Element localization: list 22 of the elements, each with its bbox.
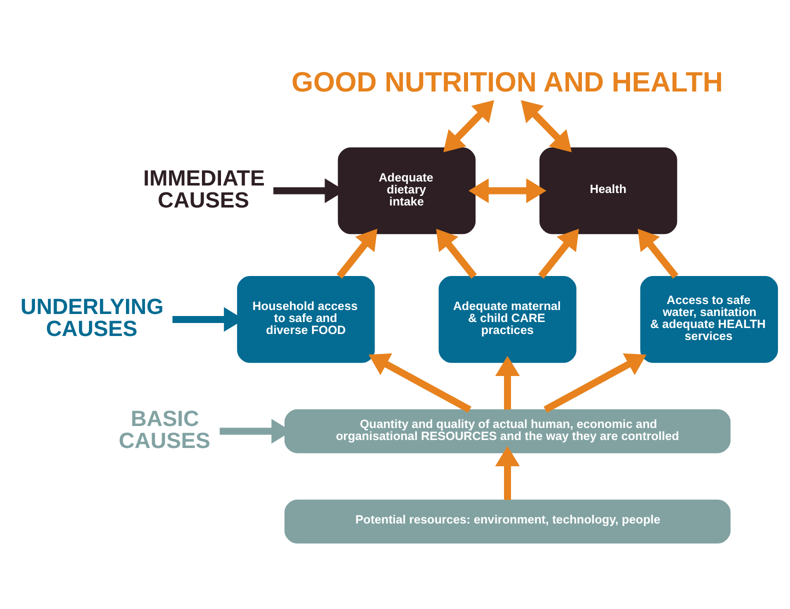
node-box: Potential resources: environment, technology, people [284, 500, 731, 544]
node-box: Adequate maternal & child CARE practices [438, 276, 576, 363]
node-box: Quantity and quality of actual human, economic and organisational RESOURCES and the way they are controlled [284, 409, 731, 454]
arrow [544, 353, 646, 413]
node-box: Household access to safe and diverse FOOD [237, 276, 375, 363]
node-text: IMMEDIATE CAUSES [143, 165, 265, 212]
node-box: Access to safe water, sanitation & adequate HEALTH services [640, 276, 778, 363]
node-text: UNDERLYING CAUSES [20, 294, 164, 342]
arrow [368, 353, 472, 413]
arrow [638, 228, 678, 279]
node-box: Health [539, 147, 678, 234]
node-text: GOOD NUTRITION AND HEALTH [291, 66, 723, 98]
arrow [520, 100, 572, 152]
arrow [495, 446, 520, 500]
node-text: BASIC CAUSES [118, 406, 210, 453]
arrow [336, 228, 378, 279]
node-box: Adequate dietary intake [338, 147, 476, 234]
arrow [468, 178, 546, 204]
arrow [436, 228, 477, 279]
arrow [443, 100, 494, 152]
arrow [495, 356, 520, 410]
arrow [538, 228, 579, 279]
